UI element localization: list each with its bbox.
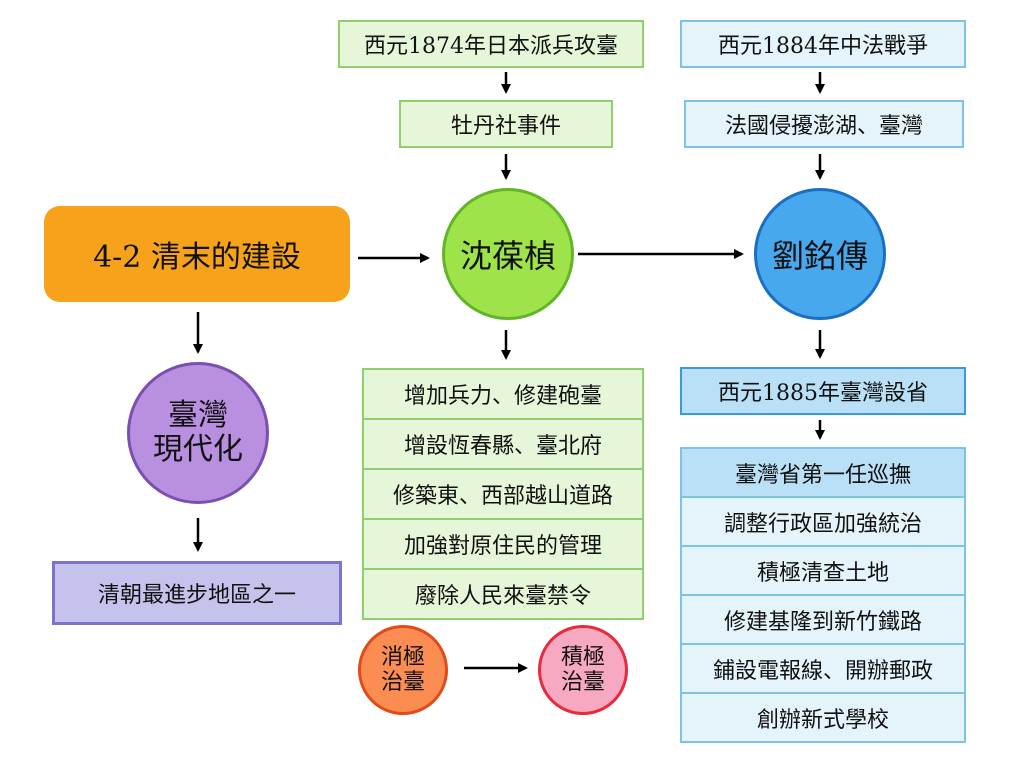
province-label: 西元1885年臺灣設省: [718, 381, 928, 406]
shen-circle: 沈葆楨: [442, 188, 574, 320]
province-box: 西元1885年臺灣設省: [680, 367, 966, 415]
shen-measure-item: 廢除人民來臺禁令: [364, 568, 642, 618]
liu-cause-box: 西元1884年中法戰爭: [680, 20, 966, 68]
shen-measure-item: 增加兵力、修建砲臺: [403, 384, 602, 409]
shen-name-label: 沈葆楨: [459, 237, 556, 275]
liu-measure-item: 鋪設電報線、開辦郵政: [682, 643, 964, 692]
passive-rule-circle: 消極 治臺: [358, 625, 448, 715]
modernization-label: 臺灣 現代化: [153, 397, 243, 467]
liu-event-label: 法國侵擾澎湖、臺灣: [724, 114, 923, 139]
liu-cause-label: 西元1884年中法戰爭: [718, 34, 928, 59]
liu-measures-list: 臺灣省第一任巡撫 調整行政區加強統治 積極清查土地 修建基隆到新竹鐵路 鋪設電報…: [680, 447, 966, 743]
shen-cause-label: 西元1874年日本派兵攻臺: [364, 34, 618, 59]
liu-measure-item: 修建基隆到新竹鐵路: [682, 594, 964, 643]
shen-measures-list: 增加兵力、修建砲臺 增設恆春縣、臺北府 修築東、西部越山道路 加強對原住民的管理…: [362, 368, 644, 620]
title-label: 4-2 清末的建設: [93, 240, 301, 275]
shen-event-label: 牡丹社事件: [450, 114, 561, 139]
modernization-result-label: 清朝最進步地區之一: [97, 583, 296, 608]
shen-event-box: 牡丹社事件: [399, 100, 613, 148]
liu-measure-item: 積極清查土地: [682, 545, 964, 594]
shen-measure-item: 增設恆春縣、臺北府: [364, 418, 642, 468]
shen-measure-item: 修築東、西部越山道路: [364, 468, 642, 518]
shen-cause-box: 西元1874年日本派兵攻臺: [338, 20, 644, 68]
liu-circle: 劉銘傳: [754, 188, 886, 320]
liu-measure-item: 調整行政區加強統治: [682, 496, 964, 545]
governor-heading: 臺灣省第一任巡撫: [682, 449, 964, 496]
liu-name-label: 劉銘傳: [771, 237, 868, 275]
active-rule-label: 積極 治臺: [560, 644, 605, 695]
title-box: 4-2 清末的建設: [44, 206, 350, 302]
passive-rule-label: 消極 治臺: [380, 644, 425, 695]
shen-measure-item: 加強對原住民的管理: [364, 518, 642, 568]
active-rule-circle: 積極 治臺: [538, 625, 628, 715]
liu-event-box: 法國侵擾澎湖、臺灣: [684, 100, 964, 148]
modernization-circle: 臺灣 現代化: [127, 362, 269, 504]
liu-measure-item: 創辦新式學校: [682, 692, 964, 741]
modernization-result-box: 清朝最進步地區之一: [52, 561, 342, 625]
